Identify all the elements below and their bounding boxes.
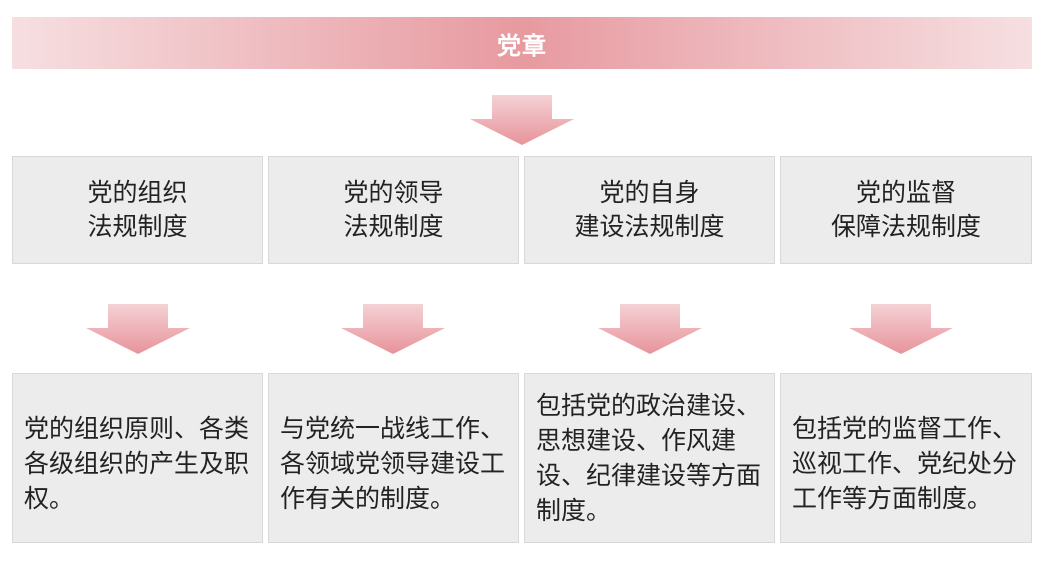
description-leadership: 与党统一战线工作、各领域党领导建设工作有关的制度。 (268, 373, 519, 543)
description-supervision: 包括党的监督工作、巡视工作、党纪处分工作等方面制度。 (780, 373, 1032, 543)
category-label: 党的领导 法规制度 (343, 178, 444, 241)
top-banner: 党章 (12, 17, 1032, 69)
down-arrow-icon (849, 304, 953, 354)
description-self-building: 包括党的政治建设、思想建设、作风建设、纪律建设等方面制度。 (524, 373, 775, 543)
category-label: 党的组织 法规制度 (87, 178, 188, 241)
down-arrow-icon (598, 304, 702, 354)
banner-title: 党章 (497, 31, 547, 60)
down-arrow-icon (470, 95, 574, 145)
category-label: 党的监督 保障法规制度 (830, 178, 981, 241)
category-label: 党的自身 建设法规制度 (574, 178, 725, 241)
category-organization: 党的组织 法规制度 (12, 156, 263, 264)
down-arrow-icon (86, 304, 190, 354)
category-supervision: 党的监督 保障法规制度 (780, 156, 1032, 264)
down-arrow-icon (341, 304, 445, 354)
category-leadership: 党的领导 法规制度 (268, 156, 519, 264)
category-self-building: 党的自身 建设法规制度 (524, 156, 775, 264)
description-organization: 党的组织原则、各类各级组织的产生及职权。 (12, 373, 263, 543)
